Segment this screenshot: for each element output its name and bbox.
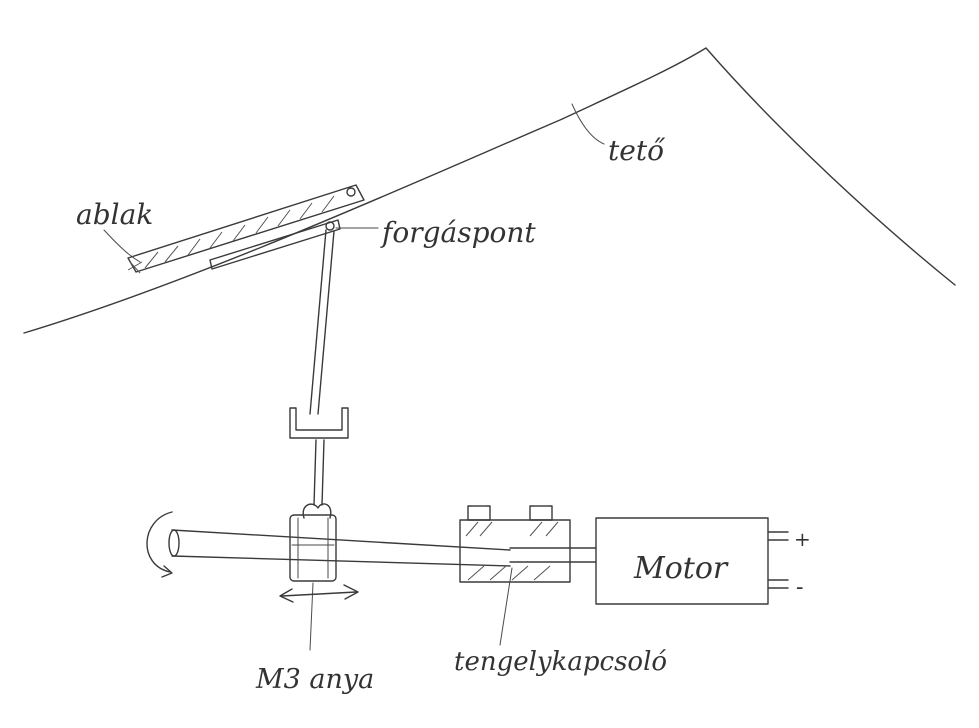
motor-box	[595, 517, 789, 605]
roof-label: tető	[608, 134, 666, 167]
fork-bracket	[289, 407, 349, 439]
roof-leader-line	[571, 103, 605, 145]
spring-joint	[302, 503, 332, 519]
motor-plus-terminal: +	[794, 527, 811, 551]
threaded-shaft	[168, 529, 511, 567]
pivot-label: forgáspont	[380, 216, 536, 249]
pivot-point	[325, 221, 335, 231]
nut-label: M3 anya	[255, 664, 374, 695]
lever-plate	[209, 219, 341, 270]
coupling-leader-line	[499, 567, 513, 646]
threaded-rod-vertical	[313, 439, 325, 506]
m3-nut	[289, 514, 337, 582]
window-frame	[127, 184, 365, 274]
push-rod	[309, 229, 335, 415]
window-leader-line	[103, 229, 141, 263]
rotation-arrow-icon	[146, 511, 173, 573]
window-hinge	[346, 187, 356, 197]
motor-label: Motor	[633, 551, 729, 586]
motor-minus-terminal: -	[796, 575, 803, 600]
coupling-label: tengelykapcsoló	[454, 647, 667, 677]
roof-line	[23, 47, 956, 334]
shaft-coupling	[459, 505, 597, 583]
window-label: ablak	[76, 198, 153, 231]
linear-motion-arrow-icon	[279, 584, 359, 603]
nut-leader-line	[309, 582, 314, 651]
